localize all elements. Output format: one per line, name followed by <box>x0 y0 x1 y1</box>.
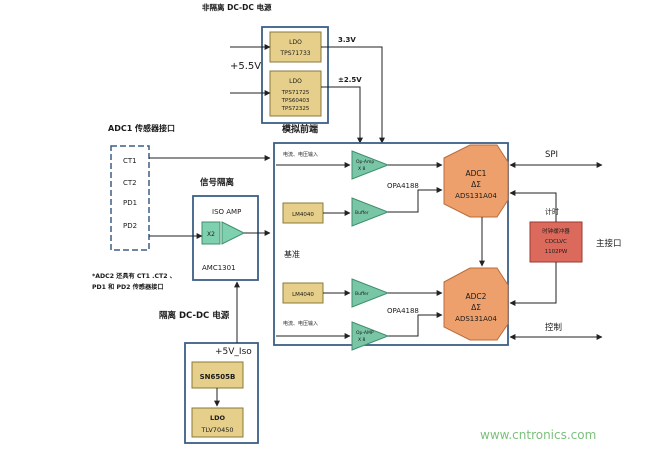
opa4188-bottom-label: OPA4188 <box>387 307 419 315</box>
iso-amp-triangle <box>221 221 246 245</box>
clock-buffer-block <box>529 221 583 263</box>
opamp-bottom-triangle <box>351 321 390 351</box>
input-5v-iso-label: +5V_Iso <box>215 347 252 357</box>
adc2-type: ΔΣ <box>471 303 481 312</box>
sn6505b-block <box>191 361 244 389</box>
reference-label: 基准 <box>284 249 300 259</box>
buffer-bottom-triangle <box>351 278 390 308</box>
ldo-multi-part-2: TPS60403 <box>281 98 310 104</box>
ldo-multi-part-3: TPS72325 <box>281 106 310 112</box>
iso-amp-label: ISO AMP <box>212 208 241 216</box>
sn6505b-label: SN6505B <box>200 373 236 381</box>
sensor-pin-pd1: PD1 <box>123 199 137 207</box>
ldo-multi-title: LDO <box>289 78 302 85</box>
lm4040-top-label: LM4040 <box>292 212 314 218</box>
host-interface-label: 主接口 <box>596 238 622 249</box>
analog-front-end-frame <box>273 142 509 346</box>
ldo-multi-block <box>269 70 322 117</box>
adc2-part: ADS131A04 <box>455 315 497 323</box>
adc1-part: ADS131A04 <box>455 192 497 200</box>
input-5v5-label: +5.5V <box>230 61 261 72</box>
sensor-pin-ct1: CT1 <box>123 157 137 165</box>
control-label: 控制 <box>545 322 562 333</box>
ldo-tlv70450-title: LDO <box>210 414 226 422</box>
iso-amp-part: AMC1301 <box>202 264 236 272</box>
adc1-type: ΔΣ <box>471 180 481 189</box>
opamp-top-line-1: Op-Amp <box>356 159 374 165</box>
clock-buffer-line-2: CDCLVC <box>545 239 567 245</box>
rail-3v3-label: 3.3V <box>338 36 356 44</box>
adc1-block <box>443 144 509 218</box>
iso-amp-frame <box>192 195 259 281</box>
ldo-multi-part-1: TPS71725 <box>281 90 310 96</box>
non-isolated-power-title: 非隔离 DC-DC 电源 <box>202 2 272 12</box>
buffer-top-triangle <box>351 197 390 227</box>
adc2-note-line-2: PD1 和 PD2 传感器接口 <box>92 283 164 291</box>
non-isolated-power-frame <box>261 26 329 124</box>
adc1-name: ADC1 <box>466 169 487 178</box>
clock-to-adc1-wire <box>509 190 557 222</box>
rail-3v3-wire <box>321 46 385 144</box>
opamp-bottom-line-1: Op-AMP <box>356 330 374 336</box>
ldo-tps71733-part: TPS71733 <box>279 50 310 57</box>
input-label-top: 电流、电压输入 <box>283 151 318 158</box>
opamp-bottom-to-adc2-wire <box>388 312 443 337</box>
adc2-name: ADC2 <box>466 292 487 301</box>
adc2-note-line-1: *ADC2 还具有 CT1 .CT2 、 <box>92 272 176 280</box>
isolated-power-frame <box>184 342 259 444</box>
buffer-top-label: Buffer <box>355 210 369 216</box>
opamp-top-line-2: X 8 <box>358 166 366 172</box>
iso-amp-gain: X2 <box>207 231 215 238</box>
adc2-block <box>443 267 509 341</box>
analog-front-end-title: 模拟前端 <box>282 123 318 135</box>
opa4188-top-label: OPA4188 <box>387 182 419 190</box>
sensor-pin-pd2: PD2 <box>123 222 137 230</box>
clock-to-adc2-wire <box>509 262 557 306</box>
opamp-top-triangle <box>351 150 390 180</box>
sensor-pin-ct2: CT2 <box>123 179 137 187</box>
ldo-tps71733-block <box>269 31 322 63</box>
ldo-tps71733-title: LDO <box>289 39 302 46</box>
clock-label: 计时 <box>545 207 559 216</box>
clock-buffer-line-3: 1102PW <box>545 249 568 255</box>
buffer-top-to-adc1-wire <box>388 187 443 213</box>
input-label-bottom: 电流、电压输入 <box>283 320 318 327</box>
sensor-connector-frame <box>110 145 150 251</box>
spi-label: SPI <box>545 150 558 160</box>
signal-isolation-title: 信号隔离 <box>200 177 235 188</box>
buffer-bottom-label: Buffer <box>355 291 369 297</box>
rail-pm2v5-wire <box>321 86 363 144</box>
rail-pm2v5-label: ±2.5V <box>338 76 362 84</box>
opamp-bottom-line-2: X 8 <box>358 337 366 343</box>
ldo-tlv70450-block <box>191 407 244 438</box>
isolated-power-title: 隔离 DC-DC 电源 <box>159 310 230 321</box>
lm4040-bottom-label: LM4040 <box>292 292 314 298</box>
clock-buffer-line-1: 时钟缓冲器 <box>542 227 570 235</box>
watermark: www.cntronics.com <box>480 428 596 442</box>
ldo-tlv70450-part: TLV70450 <box>200 426 233 434</box>
adc1-sensor-interface-title: ADC1 传感器接口 <box>108 123 175 133</box>
